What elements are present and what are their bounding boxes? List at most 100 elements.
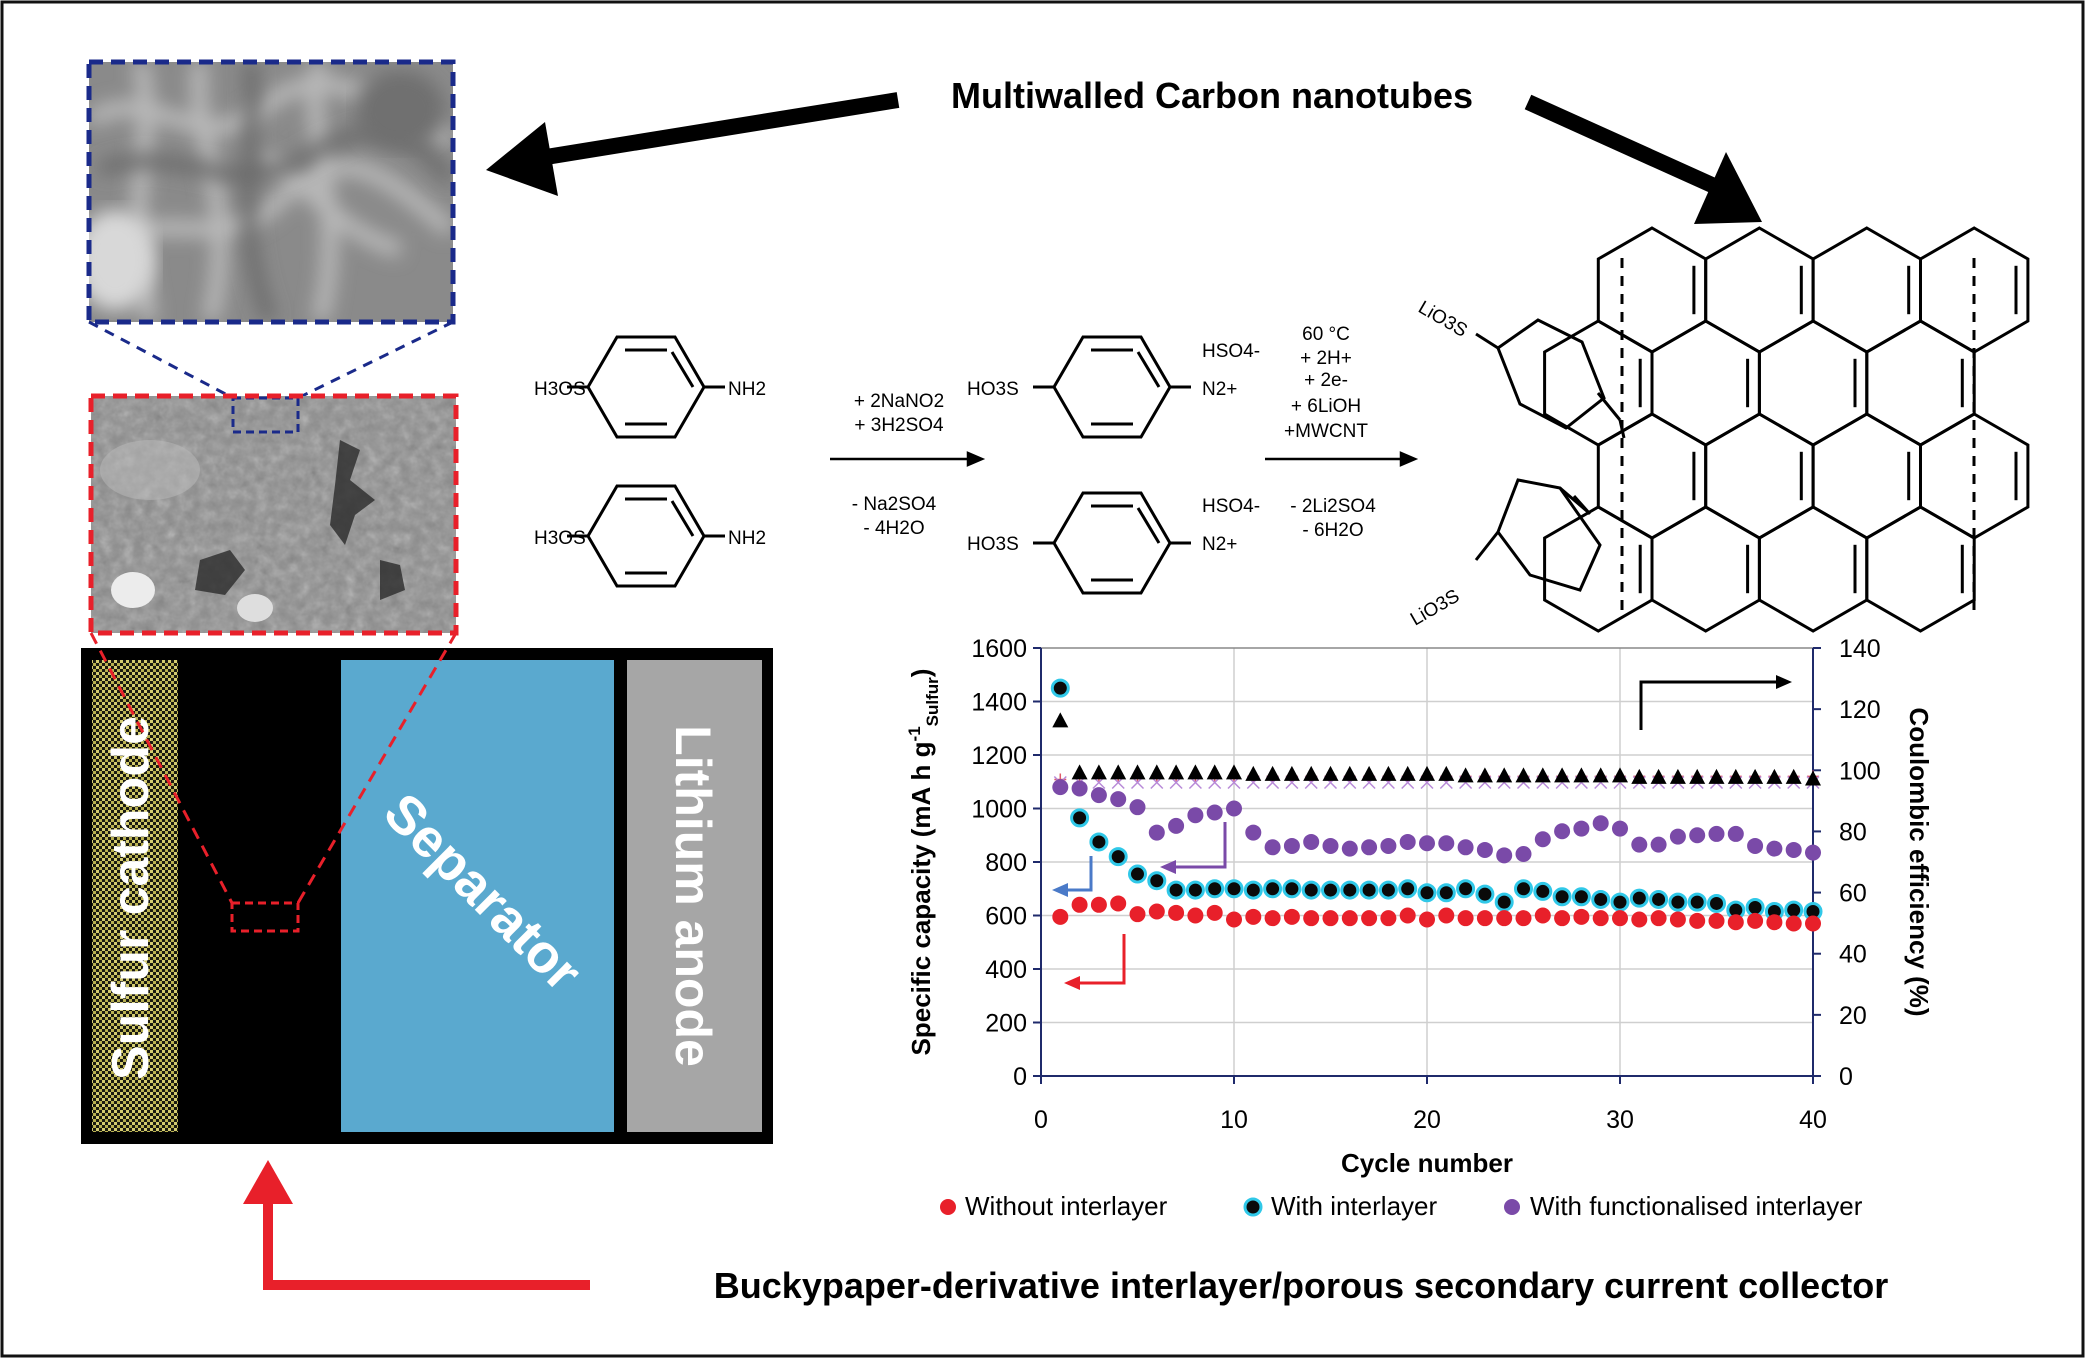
without-interlayer-point xyxy=(1148,903,1165,920)
without-interlayer-point xyxy=(1361,910,1378,927)
buckypaper-heading: Buckypaper-derivative interlayer/porous … xyxy=(714,1265,1888,1306)
chart-points xyxy=(1050,678,1823,932)
step2-byproduct-2: - 6H2O xyxy=(1302,520,1363,541)
ce-with-point xyxy=(1573,767,1590,783)
with-interlayer-point xyxy=(1166,880,1186,900)
functionalised-point xyxy=(1496,847,1513,864)
step1-reagent-1: + 2NaNO2 xyxy=(854,391,944,412)
without-interlayer-point xyxy=(1708,912,1725,929)
intermediate-bottom-counterion: HSO4- xyxy=(1202,496,1260,517)
functionalised-point xyxy=(1303,833,1320,850)
functionalised-point xyxy=(1090,787,1107,804)
y2-axis-title: Coulombic efficiency (%) xyxy=(1904,707,1934,1016)
ce-with-point xyxy=(1592,767,1609,783)
with-interlayer-point xyxy=(1301,880,1321,900)
intermediate-bottom-left-group: HO3S xyxy=(967,534,1019,555)
ce-with-point xyxy=(1805,770,1821,786)
arrow-without-left xyxy=(1064,934,1126,990)
lattice-hexagon xyxy=(1650,505,1761,633)
without-interlayer-point xyxy=(1168,904,1185,921)
ce-with-point xyxy=(1052,712,1069,728)
with-interlayer-point xyxy=(1475,884,1495,904)
without-interlayer-point xyxy=(1129,906,1146,923)
ce-with-point xyxy=(1071,764,1088,780)
with-interlayer-point xyxy=(1340,880,1360,900)
lattice-hexagon xyxy=(1596,412,1708,540)
intermediate-top xyxy=(1033,335,1191,439)
legend-marker-without xyxy=(940,1199,956,1215)
ce-with-point xyxy=(1708,768,1725,784)
arrow-with-left xyxy=(1052,856,1093,897)
with-interlayer-point xyxy=(1533,881,1553,901)
without-interlayer-point xyxy=(1399,907,1416,924)
lattice-hexagon xyxy=(1865,505,1976,633)
without-interlayer-point xyxy=(1052,908,1069,925)
reactant-bottom-right-group: NH2 xyxy=(728,528,766,549)
ce-with-point xyxy=(1264,765,1281,781)
functionalised-point xyxy=(1805,844,1821,861)
with-interlayer-point xyxy=(1571,887,1591,907)
sem-inset-marker xyxy=(231,396,300,434)
sem-top-frame xyxy=(86,59,456,325)
without-interlayer-point xyxy=(1341,910,1358,927)
x-tick-label: 10 xyxy=(1220,1106,1248,1134)
chart-legend: Without interlayer With interlayer With … xyxy=(940,1191,1863,1221)
buckypaper-arrow xyxy=(243,1160,590,1290)
without-interlayer-point xyxy=(1631,911,1648,928)
with-interlayer-point xyxy=(1050,678,1070,698)
ce-with-point xyxy=(1554,767,1571,783)
ce-with-point xyxy=(1650,768,1667,784)
functionalised-point xyxy=(1785,841,1802,858)
reactant-top xyxy=(567,335,725,439)
y2-tick-label: 140 xyxy=(1839,635,1881,663)
without-interlayer-point xyxy=(1592,910,1609,927)
functionalised-point xyxy=(1419,835,1435,852)
without-interlayer-point xyxy=(1689,912,1706,929)
ce-with-point xyxy=(1399,765,1416,781)
lattice-hexagon xyxy=(1596,226,1708,354)
without-interlayer-point xyxy=(1496,910,1513,927)
ce-with-point xyxy=(1515,767,1532,783)
ce-with-point xyxy=(1380,765,1397,781)
lattice-hexagon xyxy=(1704,412,1815,540)
sulfur-cathode-layer xyxy=(92,660,178,1132)
y-tick-label: 0 xyxy=(1013,1063,1027,1091)
ce-with-point xyxy=(1187,764,1204,780)
functionalised-point xyxy=(1380,837,1397,854)
ce-with-point xyxy=(1322,765,1339,781)
chart-grid xyxy=(1041,648,1813,1076)
step2-condition-3: + 2e- xyxy=(1304,370,1348,391)
with-interlayer-point xyxy=(1649,889,1669,909)
reactant-top-left-group: H3OS xyxy=(534,379,586,400)
ce-with-point xyxy=(1496,767,1513,783)
functionalised-point xyxy=(1283,837,1300,854)
without-interlayer-point xyxy=(1283,908,1300,925)
functionalised-point xyxy=(1669,828,1686,845)
without-interlayer-point xyxy=(1766,914,1783,931)
with-interlayer-point xyxy=(1417,883,1437,903)
without-interlayer-point xyxy=(1264,910,1281,927)
step2-byproduct-1: - 2Li2SO4 xyxy=(1290,496,1376,517)
with-interlayer-point xyxy=(1436,883,1456,903)
product-group-top: LiO3S xyxy=(1415,297,1471,342)
functionalised-point xyxy=(1110,791,1127,808)
intermediate-bottom-right-group: N2+ xyxy=(1202,534,1237,555)
functionalised-point xyxy=(1341,840,1358,857)
y-axis-title: Specific capacity (mA h g-1Sulfur) xyxy=(905,669,942,1056)
sem-mid-frame xyxy=(88,393,459,636)
x-tick-label: 20 xyxy=(1413,1106,1441,1134)
y2-tick-label: 0 xyxy=(1839,1063,1853,1091)
lattice-hexagon xyxy=(1757,319,1869,447)
ce-with-point xyxy=(1148,764,1165,780)
functionalised-point xyxy=(1708,825,1725,842)
ce-with-point xyxy=(1419,765,1435,781)
lattice-hexagon xyxy=(1865,319,1976,447)
with-interlayer-point xyxy=(1070,808,1090,828)
lattice-hexagon xyxy=(1543,505,1654,633)
x-tick-label: 30 xyxy=(1606,1106,1634,1134)
with-interlayer-point xyxy=(1321,880,1340,900)
without-interlayer-point xyxy=(1476,910,1493,927)
ce-with-point xyxy=(1361,765,1378,781)
